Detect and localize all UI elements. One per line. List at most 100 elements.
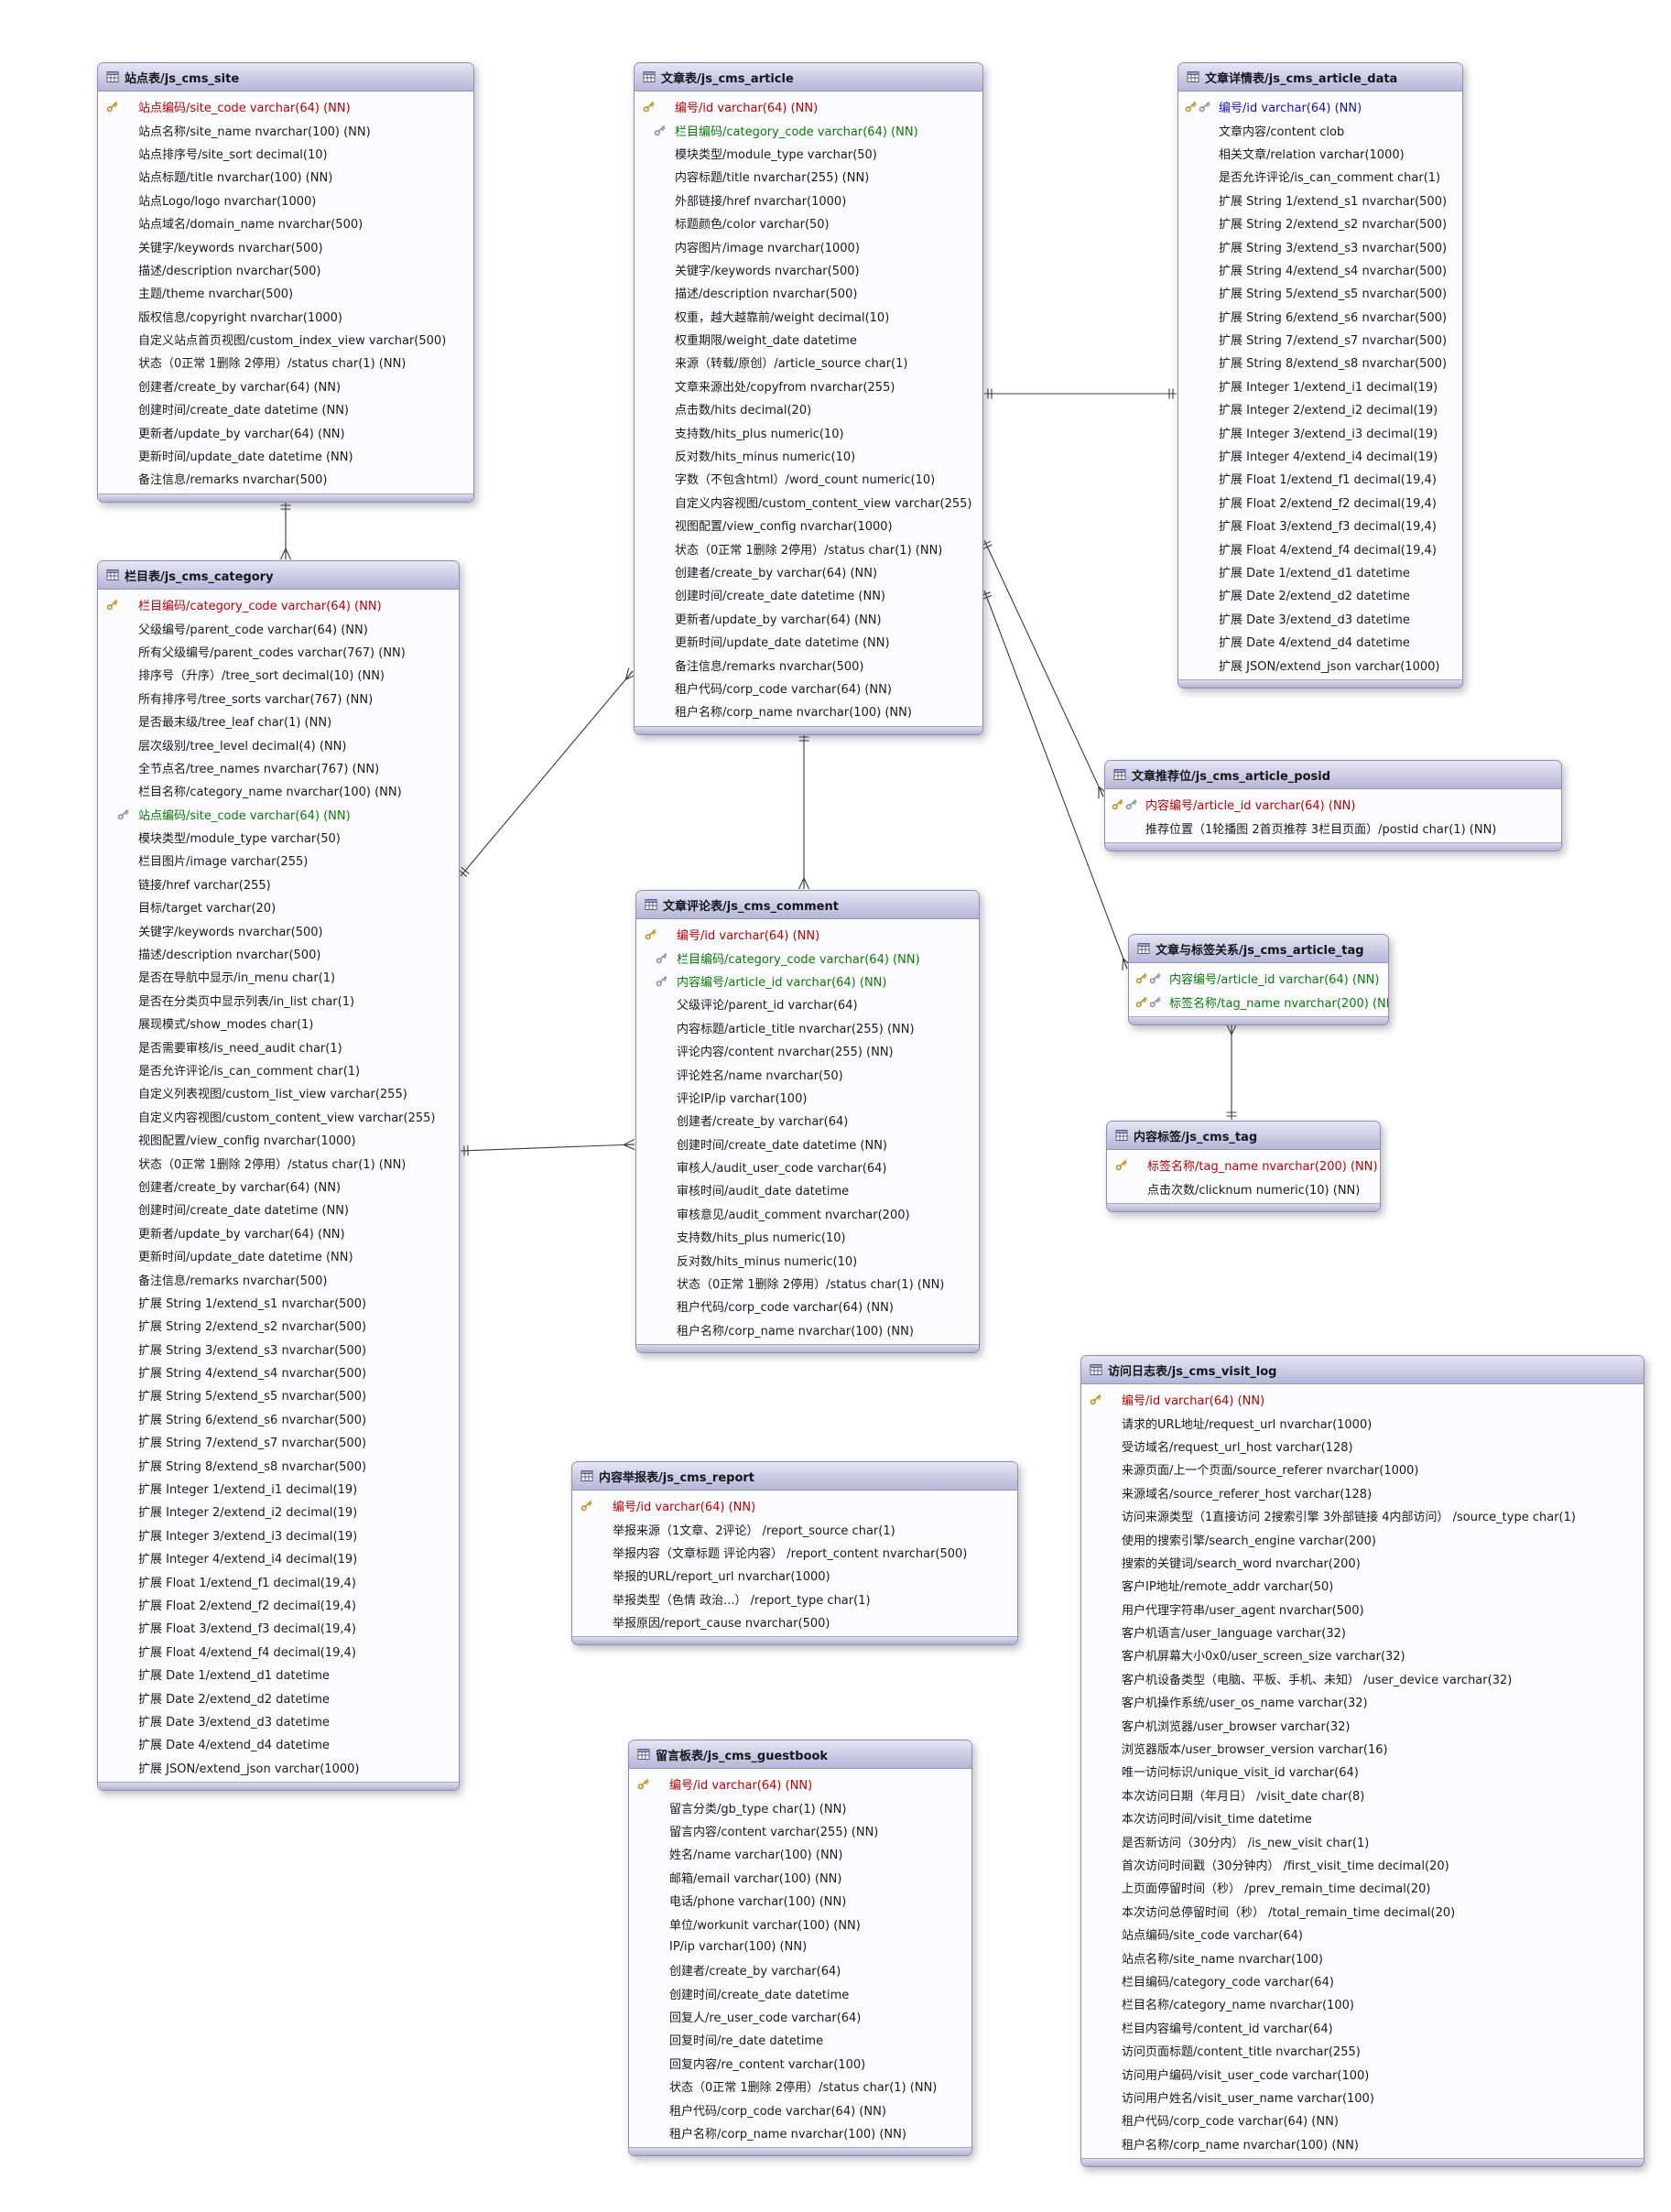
entity-table-js_cms_tag[interactable]: 内容标签/js_cms_tag 标签名称/tag_name nvarchar(2… bbox=[1106, 1121, 1381, 1212]
table-header[interactable]: 内容举报表/js_cms_report bbox=[572, 1462, 1017, 1491]
table-header[interactable]: 内容标签/js_cms_tag bbox=[1107, 1122, 1380, 1150]
field-row: 状态（0正常 1删除 2停用）/status char(1) (NN) bbox=[635, 537, 982, 559]
field-label: 反对数/hits_minus numeric(10) bbox=[675, 450, 856, 465]
field-row: 扩展 String 8/extend_s8 nvarchar(500) bbox=[1178, 351, 1462, 374]
table-header[interactable]: 文章推荐位/js_cms_article_posid bbox=[1105, 761, 1561, 789]
field-row: 扩展 Float 2/extend_f2 decimal(19,4) bbox=[1178, 491, 1462, 514]
field-row: 编号/id varchar(64) (NN) bbox=[636, 923, 979, 946]
field-label: 回复人/re_user_code varchar(64) bbox=[669, 2011, 862, 2026]
field-label: 内容编号/article_id varchar(64) (NN) bbox=[677, 975, 887, 990]
field-label: 是否在分类页中显示列表/in_list char(1) bbox=[138, 994, 355, 1009]
field-label: 站点编码/site_code varchar(64) (NN) bbox=[138, 808, 351, 823]
field-label: 审核人/audit_user_code varchar(64) bbox=[677, 1162, 887, 1176]
field-row: 内容标题/title nvarchar(255) (NN) bbox=[635, 165, 982, 188]
field-row: 支持数/hits_plus numeric(10) bbox=[636, 1225, 979, 1248]
field-row: 创建者/create_by varchar(64) bbox=[629, 1958, 971, 1981]
field-row: 扩展 Integer 1/extend_i1 decimal(19) bbox=[1178, 374, 1462, 397]
field-label: 留言分类/gb_type char(1) (NN) bbox=[669, 1802, 847, 1816]
key-icon-slot bbox=[636, 952, 677, 964]
entity-table-js_cms_article[interactable]: 文章表/js_cms_article 编号/id varchar(64) (NN… bbox=[634, 62, 983, 735]
field-row: 父级评论/parent_id varchar(64) bbox=[636, 992, 979, 1015]
field-row: 扩展 Float 3/extend_f3 decimal(19,4) bbox=[1178, 514, 1462, 537]
field-row: 客户IP地址/remote_addr varchar(50) bbox=[1081, 1574, 1644, 1597]
field-label: 更新者/update_by varchar(64) (NN) bbox=[675, 613, 882, 627]
field-label: 状态（0正常 1删除 2停用）/status char(1) (NN) bbox=[138, 357, 407, 372]
entity-table-js_cms_site[interactable]: 站点表/js_cms_site 站点编码/site_code varchar(6… bbox=[97, 62, 474, 503]
field-label: 编号/id varchar(64) (NN) bbox=[669, 1779, 813, 1794]
field-label: 站点排序号/site_sort decimal(10) bbox=[138, 147, 328, 162]
field-label: 本次访问总停留时间（秒） /total_remain_time decimal(… bbox=[1122, 1905, 1456, 1920]
field-label: 模块类型/module_type varchar(50) bbox=[675, 147, 877, 162]
field-label: 更新时间/update_date datetime (NN) bbox=[675, 636, 890, 651]
field-label: 举报类型（色情 政治...） /report_type char(1) bbox=[613, 1593, 871, 1608]
field-row: 层次级别/tree_level decimal(4) (NN) bbox=[98, 732, 459, 755]
table-field-list: 编号/id varchar(64) (NN) 留言分类/gb_type char(… bbox=[629, 1769, 971, 2147]
field-row: 举报内容（文章标题 评论内容） /report_content nvarchar… bbox=[572, 1541, 1017, 1564]
field-label: 版权信息/copyright nvarchar(1000) bbox=[138, 310, 342, 325]
entity-table-js_cms_visit_log[interactable]: 访问日志表/js_cms_visit_log 编号/id varchar(64)… bbox=[1080, 1355, 1644, 2167]
field-label: 外部链接/href nvarchar(1000) bbox=[675, 194, 847, 209]
primary-key-icon bbox=[637, 1779, 649, 1790]
entity-table-js_cms_article_tag[interactable]: 文章与标签关系/js_cms_article_tag 内容编号/article_… bbox=[1128, 934, 1389, 1025]
field-label: IP/ip varchar(100) (NN) bbox=[669, 1939, 808, 1954]
field-label: 扩展 Float 3/extend_f3 decimal(19,4) bbox=[138, 1622, 356, 1637]
table-field-list: 站点编码/site_code varchar(64) (NN)站点名称/site… bbox=[98, 92, 473, 493]
entity-table-js_cms_report[interactable]: 内容举报表/js_cms_report 编号/id varchar(64) (N… bbox=[571, 1461, 1018, 1646]
table-header[interactable]: 站点表/js_cms_site bbox=[98, 63, 473, 92]
key-icon-slot bbox=[98, 101, 138, 113]
field-label: 扩展 String 3/extend_s3 nvarchar(500) bbox=[138, 1343, 367, 1358]
entity-table-js_cms_guestbook[interactable]: 留言板表/js_cms_guestbook 编号/id varchar(64) … bbox=[628, 1740, 972, 2157]
field-row: 扩展 String 6/extend_s6 nvarchar(500) bbox=[98, 1407, 459, 1430]
field-label: 文章来源出处/copyfrom nvarchar(255) bbox=[675, 380, 895, 395]
table-header[interactable]: 文章表/js_cms_article bbox=[635, 63, 982, 92]
field-row: 是否在分类页中显示列表/in_list char(1) bbox=[98, 989, 459, 1012]
entity-table-js_cms_comment[interactable]: 文章评论表/js_cms_comment 编号/id varchar(64) (… bbox=[635, 890, 980, 1354]
field-label: 站点标题/title nvarchar(100) (NN) bbox=[138, 171, 333, 186]
field-row: 扩展 JSON/extend_json varchar(1000) bbox=[1178, 653, 1462, 676]
field-label: 扩展 Float 3/extend_f3 decimal(19,4) bbox=[1219, 520, 1437, 535]
field-label: 备注信息/remarks nvarchar(500) bbox=[138, 473, 328, 488]
field-row: 备注信息/remarks nvarchar(500) bbox=[98, 467, 473, 490]
field-row: 租户名称/corp_name nvarchar(100) (NN) bbox=[636, 1318, 979, 1341]
field-label: 单位/workunit varchar(100) (NN) bbox=[669, 1918, 861, 1933]
field-label: 更新时间/update_date datetime (NN) bbox=[138, 1251, 353, 1265]
entity-table-js_cms_article_data[interactable]: 文章详情表/js_cms_article_data 编号/id varchar(… bbox=[1177, 62, 1463, 689]
table-header[interactable]: 留言板表/js_cms_guestbook bbox=[629, 1740, 971, 1769]
field-label: 标题颜色/color varchar(50) bbox=[675, 218, 830, 233]
field-row: 展现模式/show_modes char(1) bbox=[98, 1012, 459, 1035]
field-row: 租户名称/corp_name nvarchar(100) (NN) bbox=[1081, 2132, 1644, 2155]
field-label: 租户代码/corp_code varchar(64) (NN) bbox=[1122, 2115, 1339, 2130]
table-field-list: 编号/id varchar(64) (NN)举报来源（1文章、2评论） /rep… bbox=[572, 1491, 1017, 1636]
field-label: 更新时间/update_date datetime (NN) bbox=[138, 450, 353, 465]
field-row: 扩展 Float 1/extend_f1 decimal(19,4) bbox=[98, 1569, 459, 1592]
field-row: 扩展 String 2/extend_s2 nvarchar(500) bbox=[1178, 211, 1462, 234]
field-row: 编号/id varchar(64) (NN) bbox=[572, 1494, 1017, 1517]
table-header[interactable]: 访问日志表/js_cms_visit_log bbox=[1081, 1356, 1644, 1384]
field-label: 栏目编码/category_code varchar(64) (NN) bbox=[677, 952, 920, 967]
primary-key-icon bbox=[645, 929, 656, 940]
entity-table-js_cms_article_posid[interactable]: 文章推荐位/js_cms_article_posid 内容编号/article_… bbox=[1104, 760, 1562, 851]
field-label: 编号/id varchar(64) (NN) bbox=[675, 102, 819, 116]
field-label: 扩展 Date 1/extend_d1 datetime bbox=[1219, 567, 1410, 580]
field-row: 审核人/audit_user_code varchar(64) bbox=[636, 1155, 979, 1178]
table-header[interactable]: 文章评论表/js_cms_comment bbox=[636, 891, 979, 919]
table-header[interactable]: 文章与标签关系/js_cms_article_tag bbox=[1129, 935, 1388, 963]
field-label: 关键字/keywords nvarchar(500) bbox=[138, 925, 323, 939]
field-row: 文章来源出处/copyfrom nvarchar(255) bbox=[635, 374, 982, 397]
field-row: 扩展 Integer 3/extend_i3 decimal(19) bbox=[1178, 420, 1462, 443]
field-row: 本次访问时间/visit_time datetime bbox=[1081, 1806, 1644, 1829]
table-header[interactable]: 文章详情表/js_cms_article_data bbox=[1178, 63, 1462, 92]
field-row: 租户代码/corp_code varchar(64) (NN) bbox=[635, 677, 982, 699]
field-row: 点击次数/clicknum numeric(10) (NN) bbox=[1107, 1176, 1380, 1199]
field-row: 姓名/name varchar(100) (NN) bbox=[629, 1842, 971, 1865]
field-row: 支持数/hits_plus numeric(10) bbox=[635, 420, 982, 443]
field-label: 扩展 Integer 4/extend_i4 decimal(19) bbox=[1219, 450, 1438, 465]
table-header[interactable]: 栏目表/js_cms_category bbox=[98, 561, 459, 590]
field-row: 权重，越大越靠前/weight decimal(10) bbox=[635, 305, 982, 328]
entity-table-js_cms_category[interactable]: 栏目表/js_cms_category 栏目编码/category_code v… bbox=[97, 560, 460, 1791]
field-row: 扩展 String 5/extend_s5 nvarchar(500) bbox=[1178, 281, 1462, 304]
field-label: 标签名称/tag_name nvarchar(200) (NN) bbox=[1169, 996, 1388, 1011]
field-row: 扩展 Integer 1/extend_i1 decimal(19) bbox=[98, 1477, 459, 1500]
field-label: 视图配置/view_config nvarchar(1000) bbox=[675, 520, 893, 535]
